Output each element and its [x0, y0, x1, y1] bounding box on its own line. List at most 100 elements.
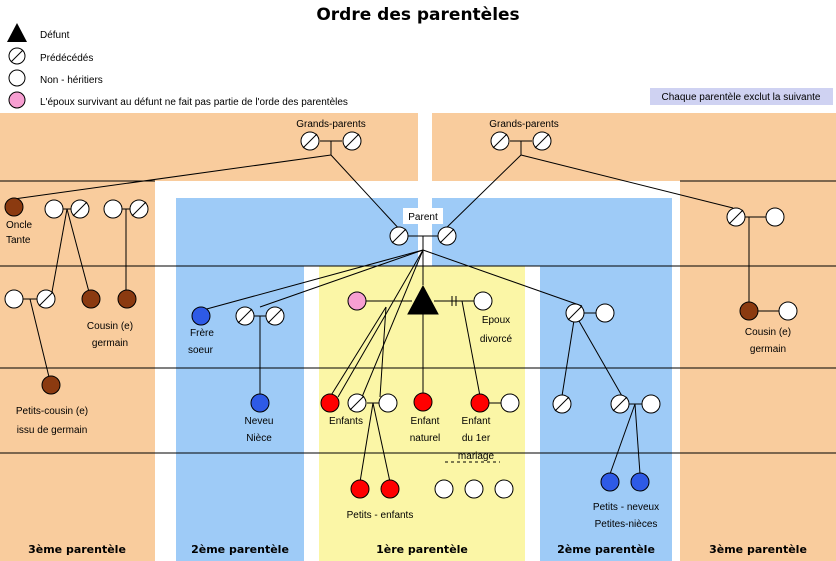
label-petits-neveux: Petits - neveux — [593, 502, 659, 513]
parentele-left2: 2ème parentèle — [191, 543, 289, 556]
label-epoux-divorce-1: Epoux — [482, 315, 510, 326]
label-soeur: soeur — [188, 345, 214, 356]
label-neveu: Neveu — [245, 416, 274, 427]
label-tante: Tante — [6, 235, 31, 246]
node-oncle-5 — [129, 199, 149, 219]
parentele-first: 1ère parentèle — [376, 543, 468, 556]
label-enfant-naturel-2: naturel — [410, 433, 441, 444]
connectors — [13, 140, 780, 483]
node-mariage-child-2 — [464, 479, 484, 499]
label-cousin-left-1: Cousin (e) — [87, 321, 133, 332]
label-cousin-left-2: germain — [92, 338, 128, 349]
legend: Défunt Prédécédés Non - héritiers L'épou… — [7, 23, 348, 109]
node-cousin-right-3 — [739, 301, 759, 321]
label-enfant-mariage-2: du 1er — [462, 433, 491, 444]
node-frere-3 — [265, 306, 285, 326]
parent-label: Parent — [408, 212, 438, 223]
gap-white-2 — [418, 113, 432, 198]
label-enfant-naturel-1: Enfant — [411, 416, 440, 427]
node-enfant-2 — [347, 393, 367, 413]
node-frere-2 — [235, 306, 255, 326]
node-cousin-right-1 — [726, 207, 746, 227]
label-enfants: Enfants — [329, 416, 363, 427]
node-oncle-4 — [103, 199, 123, 219]
node-grandparent-right-1 — [490, 131, 510, 151]
parentele-labels: 3ème parentèle 2ème parentèle 1ère paren… — [28, 543, 807, 556]
nodes — [4, 131, 798, 499]
label-epoux-divorce-2: divorcé — [480, 334, 513, 345]
label-petits-cousin-2: issu de germain — [17, 425, 88, 436]
node-defunt — [407, 284, 439, 315]
node-cousin-left-4 — [117, 289, 137, 309]
node-petit-neveu-1 — [600, 472, 620, 492]
node-epoux-divorce — [473, 291, 493, 311]
label-oncle: Oncle — [6, 220, 33, 231]
node-petit-enfant-2 — [380, 479, 400, 499]
label-enfant-mariage-1: Enfant — [462, 416, 491, 427]
node-sibling-right-3 — [552, 394, 572, 414]
node-enfant-naturel — [413, 392, 433, 412]
node-cousin-right-2 — [765, 207, 785, 227]
node-sibling-right-4 — [610, 394, 630, 414]
node-petit-enfant-1 — [350, 479, 370, 499]
node-oncle-2 — [44, 199, 64, 219]
legend-predecede-label: Prédécédés — [40, 53, 93, 64]
node-sibling-right-1 — [565, 303, 585, 323]
node-petit-neveu-2 — [630, 472, 650, 492]
node-cousin-right-4 — [778, 301, 798, 321]
zone-left-blue — [176, 198, 304, 561]
node-mariage-child-1 — [434, 479, 454, 499]
label-enfant-mariage-3: mariage — [458, 451, 495, 462]
node-cousin-left-2 — [36, 289, 56, 309]
parentele-right2: 2ème parentèle — [557, 543, 655, 556]
node-petit-cousin — [41, 375, 61, 395]
label-cousin-right-1: Cousin (e) — [745, 327, 791, 338]
parentele-left3: 3ème parentèle — [28, 543, 126, 556]
node-mariage-child-3 — [494, 479, 514, 499]
legend-nonheritier-icon — [8, 69, 26, 87]
node-parent-2 — [437, 226, 457, 246]
node-grandparent-left-1 — [300, 131, 320, 151]
label-niece: Nièce — [246, 433, 272, 444]
legend-defunt-label: Défunt — [40, 30, 70, 41]
node-enfant-mariage-2 — [500, 393, 520, 413]
node-parent-1 — [389, 226, 409, 246]
legend-nonheritier-label: Non - héritiers — [40, 75, 103, 86]
zone-left-orange — [0, 181, 155, 561]
zone-right-blue — [540, 198, 672, 561]
node-oncle-3 — [70, 199, 90, 219]
zones — [0, 113, 836, 561]
label-petits-cousin-1: Petits-cousin (e) — [16, 406, 88, 417]
note-text: Chaque parentèle exclut la suivante — [662, 92, 821, 103]
parent-label-box — [403, 208, 443, 224]
page-title: Ordre des parentèles — [316, 5, 519, 25]
node-sibling-right-2 — [595, 303, 615, 323]
note-box — [650, 88, 833, 105]
label-petites-nieces: Petites-nièces — [595, 519, 658, 530]
node-oncle — [4, 197, 24, 217]
node-enfant-3 — [378, 393, 398, 413]
generation-lines — [0, 180, 836, 454]
node-sibling-right-5 — [641, 394, 661, 414]
label-petits-enfants: Petits - enfants — [347, 510, 414, 521]
node-enfant-1 — [320, 393, 340, 413]
node-neveu — [250, 393, 270, 413]
legend-epoux-icon — [8, 91, 26, 109]
label-frere: Frère — [190, 328, 214, 339]
node-cousin-left-1 — [4, 289, 24, 309]
parentele-right3: 3ème parentèle — [709, 543, 807, 556]
label-cousin-right-2: germain — [750, 344, 786, 355]
zone-yellow — [319, 266, 525, 561]
legend-epoux-label: L'époux survivant au défunt ne fait pas … — [40, 97, 348, 108]
node-cousin-left-3 — [81, 289, 101, 309]
node-enfant-mariage — [470, 393, 490, 413]
labels: Grands-parents Grands-parents Oncle Tant… — [6, 119, 791, 530]
legend-defunt-icon — [7, 23, 27, 42]
node-epoux-survivant — [347, 291, 367, 311]
label-grands-parents-left: Grands-parents — [296, 119, 365, 130]
zone-right-orange — [680, 181, 836, 561]
node-grandparent-left-2 — [342, 131, 362, 151]
node-grandparent-right-2 — [532, 131, 552, 151]
node-frere — [191, 306, 211, 326]
